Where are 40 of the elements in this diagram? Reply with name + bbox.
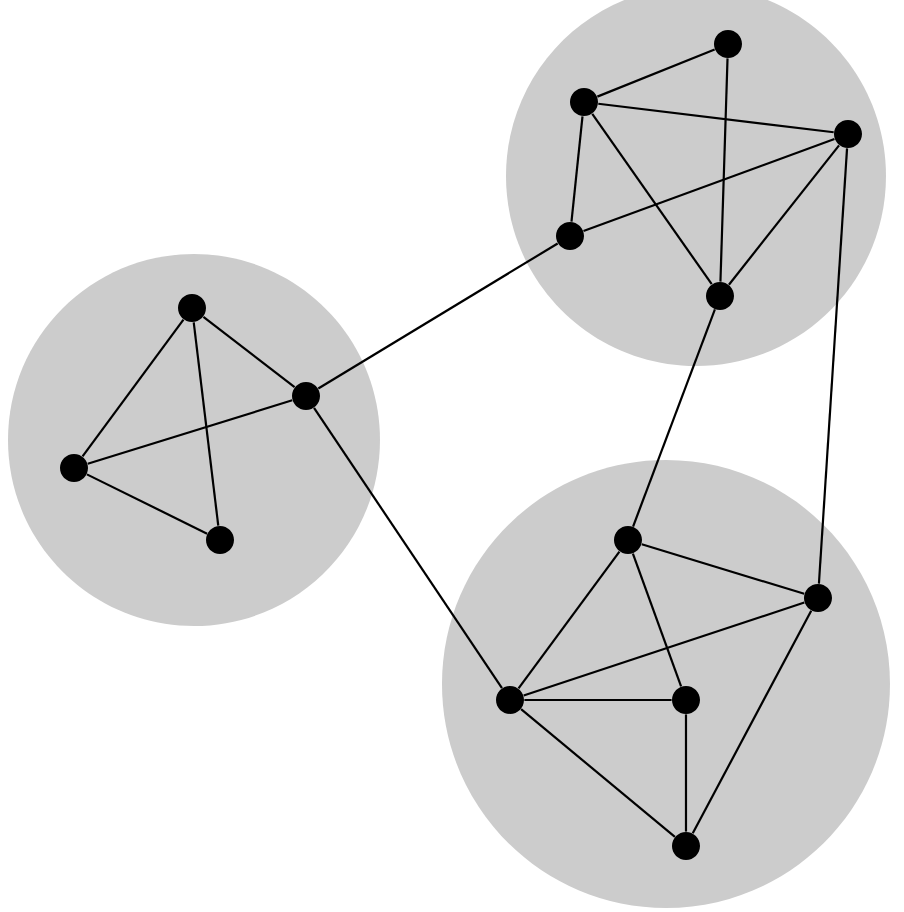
edge-line	[81, 318, 185, 458]
vertex-dot	[706, 282, 734, 310]
vertex-dot	[834, 120, 862, 148]
vertex-dot	[714, 30, 742, 58]
edge-line	[87, 399, 293, 465]
vertex-dot	[206, 526, 234, 554]
vertex-dot	[496, 686, 524, 714]
edge-line	[631, 553, 683, 687]
edge-line	[583, 137, 835, 233]
edge-line	[817, 148, 849, 584]
edge-line	[719, 58, 729, 282]
edge-line	[202, 315, 296, 389]
vertex-dot	[614, 526, 642, 554]
vertex-dot	[804, 584, 832, 612]
edge-line	[591, 113, 713, 285]
edge-line	[86, 473, 208, 535]
edge-line	[641, 543, 805, 595]
cluster-circle	[442, 460, 890, 908]
edge-line	[517, 550, 621, 690]
vertex-dot	[672, 686, 700, 714]
edge-line	[632, 309, 716, 527]
vertex-dot	[556, 222, 584, 250]
vertex-dot	[60, 454, 88, 482]
edge-line	[691, 610, 813, 834]
edge-line	[596, 48, 716, 98]
vertex-dot	[292, 382, 320, 410]
edge-line	[313, 407, 503, 689]
edge-line	[524, 698, 672, 702]
edge-line	[598, 102, 834, 134]
edge-line	[570, 116, 584, 222]
vertex-dot	[570, 88, 598, 116]
vertex-dot	[672, 832, 700, 860]
edge-line	[684, 714, 688, 832]
vertex-dot	[178, 294, 206, 322]
edge-line	[520, 708, 676, 838]
edge-line	[192, 322, 220, 526]
cluster-circle	[8, 254, 380, 626]
edge-line	[728, 144, 840, 286]
edge-line	[317, 242, 559, 390]
edge-line	[523, 601, 805, 697]
